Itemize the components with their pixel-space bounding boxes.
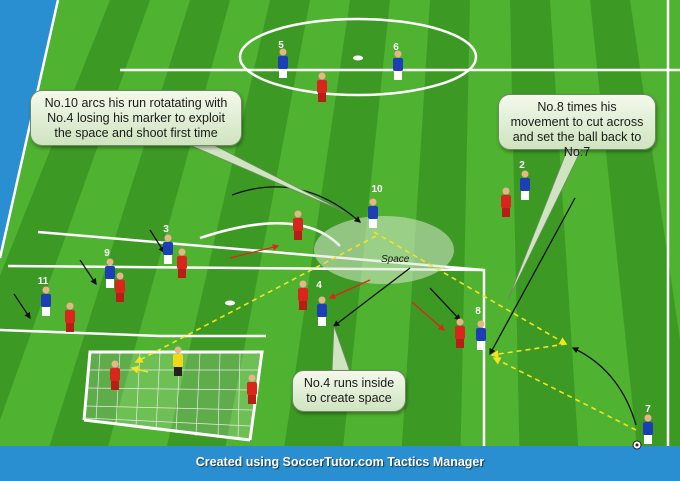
pass-lines: [134, 231, 637, 431]
red-player: [317, 72, 327, 102]
red-player: [177, 248, 187, 278]
blue-player-3: [163, 234, 173, 264]
bottom-band: [0, 446, 680, 476]
footer-credit: Created using SoccerTutor.com Tactics Ma…: [195, 455, 485, 469]
player-number: 6: [393, 42, 399, 53]
blue-player-10: [368, 198, 378, 228]
player-number: 3: [163, 224, 169, 235]
blue-player-2: [520, 170, 530, 200]
player-number: 11: [38, 276, 49, 287]
blue-player-6: [393, 50, 403, 80]
space-label: Space: [381, 254, 410, 265]
callout-no4-run: No.4 runs inside to create space: [292, 370, 406, 412]
player-number: 9: [104, 248, 110, 259]
blue-player-4: [317, 296, 327, 326]
blue-player-8: [476, 320, 486, 350]
red-team: [65, 72, 511, 404]
red-player: [65, 302, 75, 332]
pitch-lines: [0, 0, 680, 446]
player-number: 8: [475, 306, 481, 317]
space-zone: [314, 216, 454, 284]
defender-arrows: [229, 244, 445, 331]
goalkeeper: [173, 346, 183, 376]
blue-team: [41, 48, 653, 444]
blue-player-9: [105, 258, 115, 288]
red-player: [293, 210, 303, 240]
red-player: [110, 360, 120, 390]
player-number: 10: [371, 184, 383, 195]
callout-no10-run: No.10 arcs his run rotatating with No.4 …: [30, 90, 242, 146]
player-number: 5: [278, 40, 284, 51]
player-number: 2: [519, 160, 525, 171]
movement-arrows: [13, 186, 637, 426]
blue-player-7: [643, 414, 653, 444]
callout-no8-move: No.8 times his movement to cut across an…: [498, 94, 656, 159]
player-number: 4: [316, 280, 322, 291]
player-number: 7: [645, 404, 651, 415]
blue-player-5: [278, 48, 288, 78]
red-player: [115, 272, 125, 302]
penalty-spot: [225, 300, 235, 306]
red-player: [501, 187, 511, 217]
player-numbers: 5 6 2 10 3 9 11 4 8 7: [38, 40, 652, 415]
red-player: [247, 374, 257, 404]
red-player: [298, 280, 308, 310]
ball-icon: [632, 440, 642, 450]
red-player: [455, 318, 465, 348]
blue-player-11: [41, 286, 51, 316]
